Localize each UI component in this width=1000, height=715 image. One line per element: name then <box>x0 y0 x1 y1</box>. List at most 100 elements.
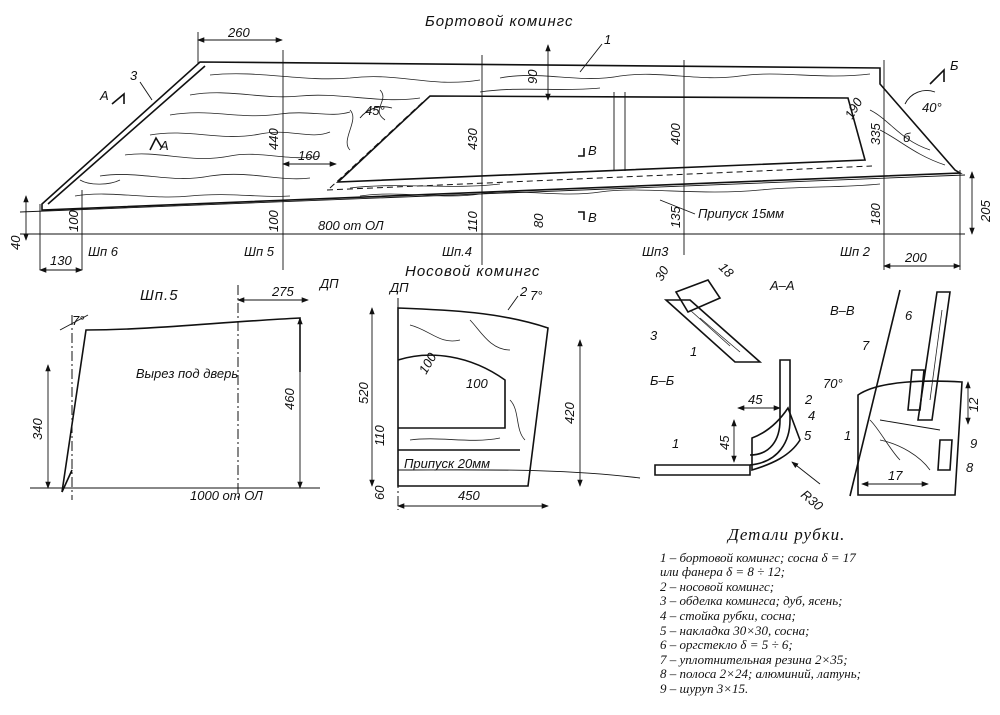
dim-90: 90 <box>525 69 540 84</box>
front-centerline: ДП <box>388 280 409 295</box>
section-mark-v-2: В <box>588 210 597 225</box>
legend-item: 3 – обделка комингса; дуб, ясень; <box>660 593 843 609</box>
dim-200: 200 <box>904 250 927 265</box>
section-vv-label-8: 8 <box>966 460 974 475</box>
frame5-view: Шп.5 7° 275 ДП 340 460 Вырез под дверь 1… <box>30 276 339 503</box>
section-mark-a-2: А <box>159 138 169 153</box>
front-part-label-2: 2 <box>519 284 528 299</box>
coaming-trim-strip <box>47 65 206 205</box>
front-dim-100-a: 100 <box>416 350 440 377</box>
legend-item: 1 – бортовой комингс; сосна δ = 17 <box>660 549 856 565</box>
section-mark-v-1: В <box>588 143 597 158</box>
front-dim-520: 520 <box>356 382 371 404</box>
frame5-angle: 7° <box>72 313 84 328</box>
section-bb-dim-45-v: 45 <box>717 435 732 450</box>
dim-160: 160 <box>298 148 320 163</box>
front-coaming-view: Носовой комингс ДП 2 7° 520 420 100 100 … <box>356 263 641 510</box>
section-mark-a-1: А <box>99 88 109 103</box>
side-coaming-title: Бортовой комингс <box>425 13 574 30</box>
station-4: Шп.4 <box>442 244 472 259</box>
legend-item: 8 – полоса 2×24; алюминий, латунь; <box>660 666 861 682</box>
wood-grain <box>74 73 946 198</box>
section-vv-dim-17: 17 <box>888 468 903 483</box>
dim-110: 110 <box>465 211 480 232</box>
frame5-centerline: ДП <box>318 276 339 291</box>
station-2: Шп 2 <box>840 244 871 259</box>
frame5-profile <box>61 317 301 493</box>
section-mark-b-small: б <box>903 130 911 145</box>
legend-item: 2 – носовой комингс; <box>660 578 775 594</box>
dim-430: 430 <box>465 128 480 150</box>
section-bb-title: Б–Б <box>650 373 675 388</box>
side-coaming-outline <box>41 61 963 211</box>
part-label-3: 3 <box>130 68 138 83</box>
legend-item: 6 – оргстекло δ = 5 ÷ 6; <box>660 637 793 653</box>
dim-205: 205 <box>978 200 993 223</box>
section-aa-dim-30: 30 <box>652 263 673 284</box>
section-vv-label-7: 7 <box>862 338 870 353</box>
section-bb-label-2: 2 <box>804 392 813 407</box>
legend-item: или фанера δ = 8 ÷ 12; <box>660 564 785 580</box>
front-allowance: Припуск 20мм <box>404 456 490 471</box>
section-mark-b: Б <box>950 58 959 73</box>
section-bb-label-4: 4 <box>808 408 815 423</box>
frame5-door-cutout: Вырез под дверь <box>135 366 239 381</box>
section-vv-dim-12: 12 <box>966 397 981 412</box>
section-vv-label-9: 9 <box>970 436 977 451</box>
station-3: Шп3 <box>642 244 669 259</box>
frame5-dim-275: 275 <box>271 284 294 299</box>
dim-180: 180 <box>868 203 883 225</box>
side-coaming-view: Бортовой комингс <box>8 13 993 273</box>
angle-40: 40° <box>922 100 942 115</box>
section-aa-label-3: 3 <box>650 328 658 343</box>
section-vv: В–В 6 7 1 9 8 70° 12 17 <box>823 289 981 497</box>
section-vv-label-1: 1 <box>844 428 851 443</box>
section-aa: А–А 30 18 3 1 <box>650 260 795 363</box>
dim-440: 440 <box>266 128 281 150</box>
front-dim-100-b: 100 <box>466 376 488 391</box>
frame5-dim-460: 460 <box>282 388 297 410</box>
section-bb-radius: R30 <box>798 487 827 514</box>
allowance-15: Припуск 15мм <box>698 206 784 221</box>
station-6: Шп 6 <box>88 244 119 259</box>
baseline-800: 800 от ОЛ <box>318 218 384 233</box>
legend-item: 4 – стойка рубки, сосна; <box>660 607 796 623</box>
front-coaming-outline <box>397 307 549 487</box>
dim-335: 335 <box>868 123 883 145</box>
window-cutout <box>335 95 867 183</box>
station-5: Шп 5 <box>244 244 275 259</box>
section-aa-dim-18: 18 <box>716 260 737 281</box>
legend-item: 5 – накладка 30×30, сосна; <box>660 622 810 638</box>
front-dim-420: 420 <box>562 402 577 424</box>
dim-400: 400 <box>668 123 683 145</box>
legend-item: 7 – уплотнительная резина 2×35; <box>660 651 848 667</box>
dim-135: 135 <box>668 206 683 228</box>
section-bb-dim-45-h: 45 <box>748 392 763 407</box>
front-angle: 7° <box>530 288 542 303</box>
legend-title: Детали рубки. <box>728 525 846 544</box>
dim-100-a: 100 <box>66 210 81 232</box>
dim-100-b: 100 <box>266 210 281 232</box>
front-dim-110: 110 <box>372 425 387 446</box>
angle-45: 45° <box>365 103 385 118</box>
frame5-dim-340: 340 <box>30 418 45 440</box>
front-dim-450: 450 <box>458 488 480 503</box>
front-coaming-title: Носовой комингс <box>405 263 540 280</box>
section-bb-label-1: 1 <box>672 436 679 451</box>
parts-legend: Детали рубки. 1 – бортовой комингс; сосн… <box>660 525 990 697</box>
front-dim-60: 60 <box>372 485 387 500</box>
dim-130: 130 <box>50 253 72 268</box>
legend-item: 9 – шуруп 3×15. <box>660 680 749 696</box>
section-vv-angle: 70° <box>823 376 843 391</box>
section-vv-label-6: 6 <box>905 308 913 323</box>
dim-260: 260 <box>227 25 250 40</box>
section-aa-label-1: 1 <box>690 344 697 359</box>
frame5-title: Шп.5 <box>140 287 179 304</box>
frame5-baseline: 1000 от ОЛ <box>190 488 263 503</box>
dim-40: 40 <box>8 235 23 250</box>
part-label-1: 1 <box>604 32 611 47</box>
dim-80: 80 <box>531 213 546 228</box>
section-aa-title: А–А <box>769 278 795 293</box>
section-bb: Б–Б 45 45 R30 1 2 4 5 <box>650 359 827 514</box>
